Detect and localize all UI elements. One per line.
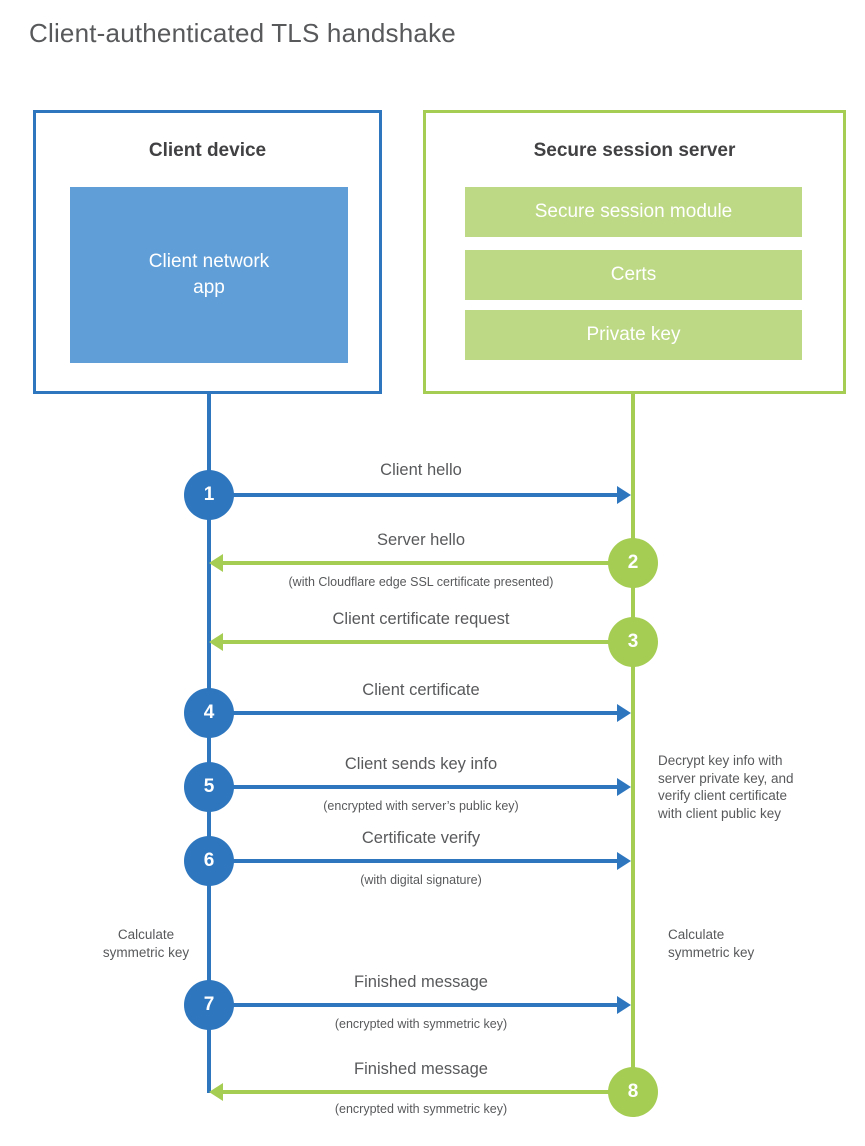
step-3-label: Client certificate request [332,610,510,628]
step-2-arrow [209,554,633,572]
step-5-sublabel: (encrypted with server’s public key) [323,799,519,813]
server-module-secure-session: Secure session module [465,187,802,237]
step-7-arrow [209,996,631,1014]
step-1-label: Client hello [380,461,462,479]
step-2-badge: 2 [608,538,658,588]
step-8-label: Finished message [354,1060,488,1078]
step-5-label: Client sends key info [344,755,498,773]
step-8-sublabel: (encrypted with symmetric key) [334,1102,508,1116]
server-module-certs: Certs [465,250,802,300]
step-3-arrow [209,633,633,651]
step-2-sublabel: (with Cloudflare edge SSL certificate pr… [288,575,554,589]
step-4-badge: 4 [184,688,234,738]
step-5-badge: 5 [184,762,234,812]
step-2-label: Server hello [376,531,466,549]
step-3-badge: 3 [608,617,658,667]
page-title: Client-authenticated TLS handshake [29,18,456,48]
server-lifeline [631,392,635,1092]
note-calculate-symmetric-key-server: Calculate symmetric key [668,927,755,960]
step-7-sublabel: (encrypted with symmetric key) [334,1017,508,1031]
step-8-arrow [209,1083,633,1101]
secure-session-server-heading: Secure session server [533,140,736,161]
step-5-arrow [209,778,631,796]
step-1-arrow [209,486,631,504]
secure-session-server-box: Secure session server Secure session mod… [423,110,846,394]
step-7-badge: 7 [184,980,234,1030]
step-7-label: Finished message [354,973,488,991]
step-6-badge: 6 [184,836,234,886]
step-6-sublabel: (with digital signature) [360,873,482,887]
server-module-private-key: Private key [465,310,802,360]
step-8-badge: 8 [608,1067,658,1117]
client-network-app-box: Client network app [70,187,348,363]
step-4-label: Client certificate [362,681,480,699]
note-calculate-symmetric-key-client: Calculate symmetric key [102,927,190,960]
step-6-label: Certificate verify [361,829,481,847]
step-4-arrow [209,704,631,722]
client-lifeline [207,392,211,1093]
note-decrypt-key-info: Decrypt key info with server private key… [658,753,794,821]
step-6-arrow [209,852,631,870]
client-device-box: Client device Client network app [33,110,382,394]
client-device-heading: Client device [148,140,267,161]
step-1-badge: 1 [184,470,234,520]
